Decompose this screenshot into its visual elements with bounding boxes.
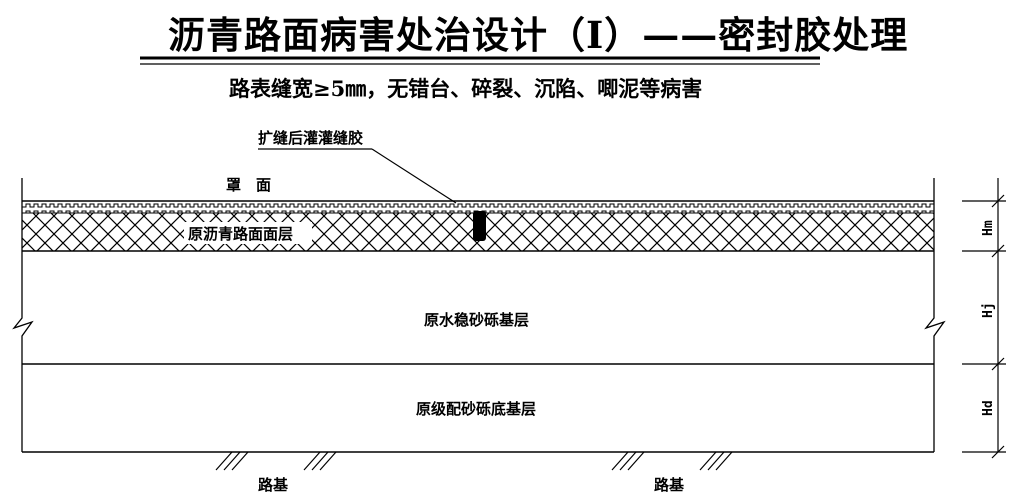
crack-sealant	[473, 211, 486, 241]
asphalt-label-bg	[184, 222, 312, 244]
overlay-layer-label: 罩 面	[226, 176, 271, 194]
base-layer-label: 原水稳砂砾基层	[424, 311, 529, 329]
dimension-hj-label: Hj	[981, 302, 996, 318]
subgrade-hatch-right-2	[699, 451, 733, 471]
diagram-title: 沥青路面病害处治设计（Ⅰ）——密封胶处理	[168, 13, 908, 57]
subgrade-label-left: 路基	[258, 476, 289, 494]
subgrade-hatch-right-1	[611, 451, 645, 471]
left-boundary	[12, 178, 34, 452]
dimension-hm-label: Hm	[981, 220, 996, 236]
subgrade-label-right: 路基	[654, 476, 685, 494]
sealant-callout-label: 扩缝后灌灌缝胶	[258, 129, 363, 147]
subbase-layer-label: 原级配砂砾底基层	[416, 400, 536, 418]
dimension-line	[962, 178, 1006, 459]
subgrade-hatch-left-2	[303, 451, 337, 471]
callout-leader	[371, 148, 457, 204]
overlay-layer	[22, 201, 934, 213]
dimension-hd-label: Hd	[981, 400, 996, 416]
subgrade-hatch-left-1	[215, 451, 249, 471]
diagram-subtitle: 路表缝宽≥5㎜，无错台、碎裂、沉陷、唧泥等病害	[229, 76, 702, 101]
asphalt-layer-label: 原沥青路面面层	[188, 225, 293, 243]
right-boundary	[924, 178, 946, 452]
